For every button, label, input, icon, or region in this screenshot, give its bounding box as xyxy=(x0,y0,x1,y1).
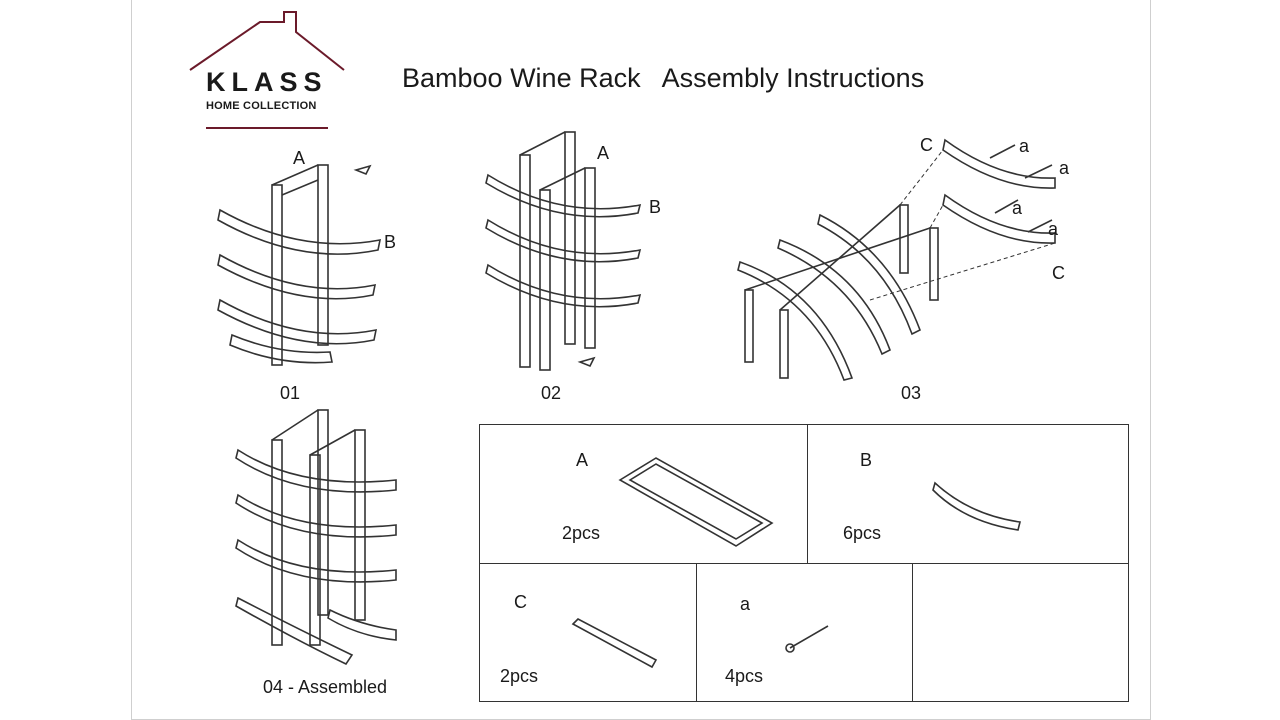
callout-s1-b: B xyxy=(384,232,397,252)
instruction-sheet xyxy=(131,0,1151,720)
part-letter: a xyxy=(740,594,751,614)
step1-drawing-icon xyxy=(217,164,382,366)
step4-drawing-icon xyxy=(235,409,397,666)
part-cell-c: C 2pcs xyxy=(479,563,697,702)
callout-s3-c1: C xyxy=(920,135,933,155)
house-roof-logo-icon xyxy=(189,11,345,129)
step2-drawing-icon xyxy=(485,131,642,371)
step-number-03: 03 xyxy=(901,383,922,403)
step-number-02: 02 xyxy=(541,383,562,403)
part-cell-a: A 2pcs xyxy=(479,424,808,564)
part-letter: C xyxy=(514,592,527,612)
step-number-04: 04 - Assembled xyxy=(263,677,388,697)
part-a-frame-icon xyxy=(618,457,774,547)
callout-s2-b: B xyxy=(649,197,662,217)
callout-s3-a2: a xyxy=(1059,158,1070,178)
page-title: Bamboo Wine Rack Assembly Instructions xyxy=(402,63,925,93)
step-number-01: 01 xyxy=(280,383,301,403)
logo-subtitle: HOME COLLECTION xyxy=(206,100,317,112)
part-letter: A xyxy=(576,450,589,470)
part-quantity: 6pcs xyxy=(843,523,882,543)
callout-s1-a: A xyxy=(293,148,306,168)
logo-brand: KLASS xyxy=(206,67,328,97)
callout-s3-a3: a xyxy=(1012,198,1023,218)
callout-s3-a4: a xyxy=(1048,219,1059,239)
callout-s3-c2: C xyxy=(1052,263,1065,283)
part-b-slat-icon xyxy=(932,481,1021,531)
part-cell-b: B 6pcs xyxy=(807,424,1129,564)
step3-drawing-icon xyxy=(737,138,1056,381)
part-quantity: 2pcs xyxy=(562,523,601,543)
part-quantity: 2pcs xyxy=(500,666,539,686)
part-screw-icon xyxy=(785,625,829,653)
part-cell-empty xyxy=(912,563,1129,702)
callout-s2-a: A xyxy=(597,143,610,163)
part-quantity: 4pcs xyxy=(725,666,764,686)
part-letter: B xyxy=(860,450,873,470)
part-c-crossbar-icon xyxy=(571,618,658,669)
part-cell-screw: a 4pcs xyxy=(696,563,913,702)
callout-s3-a1: a xyxy=(1019,136,1030,156)
